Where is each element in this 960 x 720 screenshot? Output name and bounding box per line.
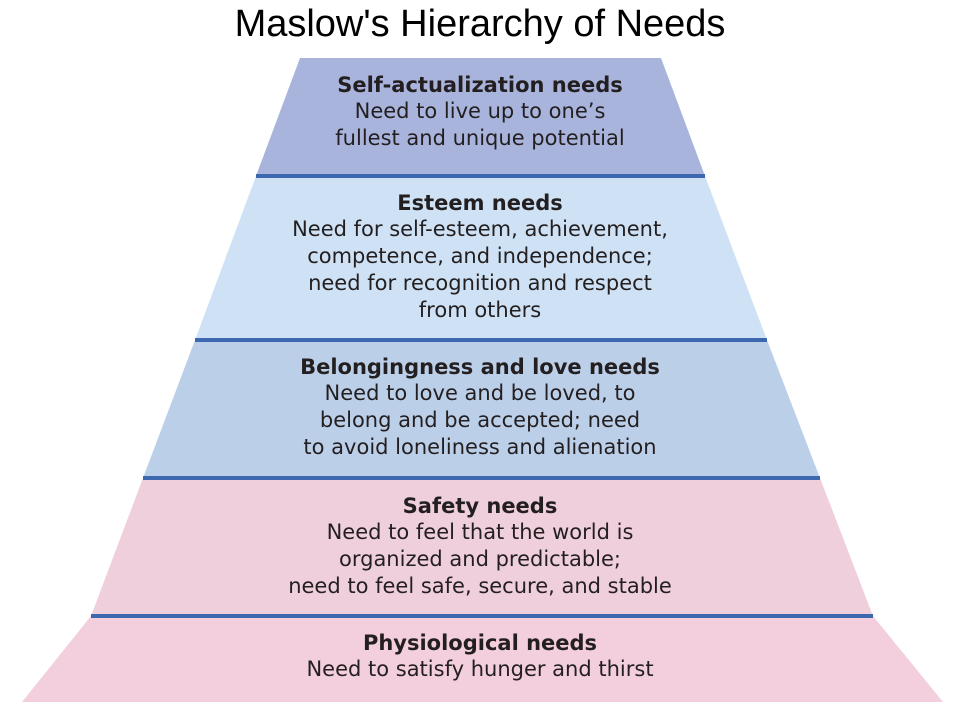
level-esteem: Esteem needs Need for self-esteem, achie… (0, 190, 960, 324)
level-belongingness: Belongingness and love needs Need to lov… (0, 354, 960, 461)
level-description-line: Need for self-esteem, achievement, (292, 217, 668, 241)
level-description-line: Need to love and be loved, to (324, 381, 636, 405)
level-heading: Self-actualization needs (337, 73, 623, 97)
level-description-line: belong and be accepted; need (319, 408, 641, 432)
level-description-line: Need to live up to one’s (354, 99, 606, 123)
level-band-esteem (195, 176, 767, 340)
level-description-line: organized and predictable; (339, 547, 621, 571)
level-description-line: Need to feel that the world is (326, 520, 634, 544)
level-description-line: competence, and independence; (307, 244, 653, 268)
level-description-line: need to feel safe, secure, and stable (288, 574, 672, 598)
page-title: Maslow's Hierarchy of Needs (234, 3, 726, 45)
level-description-line: need for recognition and respect (308, 271, 652, 295)
level-description-line: from others (418, 298, 542, 322)
level-self-actualization: Self-actualization needs Need to live up… (0, 72, 960, 152)
level-heading: Safety needs (402, 494, 558, 518)
level-physiological: Physiological needs Need to satisfy hung… (0, 630, 960, 683)
level-description-line: Need to satisfy hunger and thirst (306, 657, 654, 681)
level-heading: Belongingness and love needs (300, 355, 660, 379)
level-description-line: to avoid loneliness and alienation (303, 435, 657, 459)
level-band-safety (91, 478, 873, 616)
level-heading: Physiological needs (362, 631, 598, 655)
level-band-physiological (22, 616, 943, 702)
level-band-belongingness (143, 340, 820, 478)
level-safety: Safety needs Need to feel that the world… (0, 493, 960, 600)
level-description-line: fullest and unique potential (335, 126, 625, 150)
level-heading: Esteem needs (397, 191, 563, 215)
level-band-self-actualization (256, 58, 705, 176)
